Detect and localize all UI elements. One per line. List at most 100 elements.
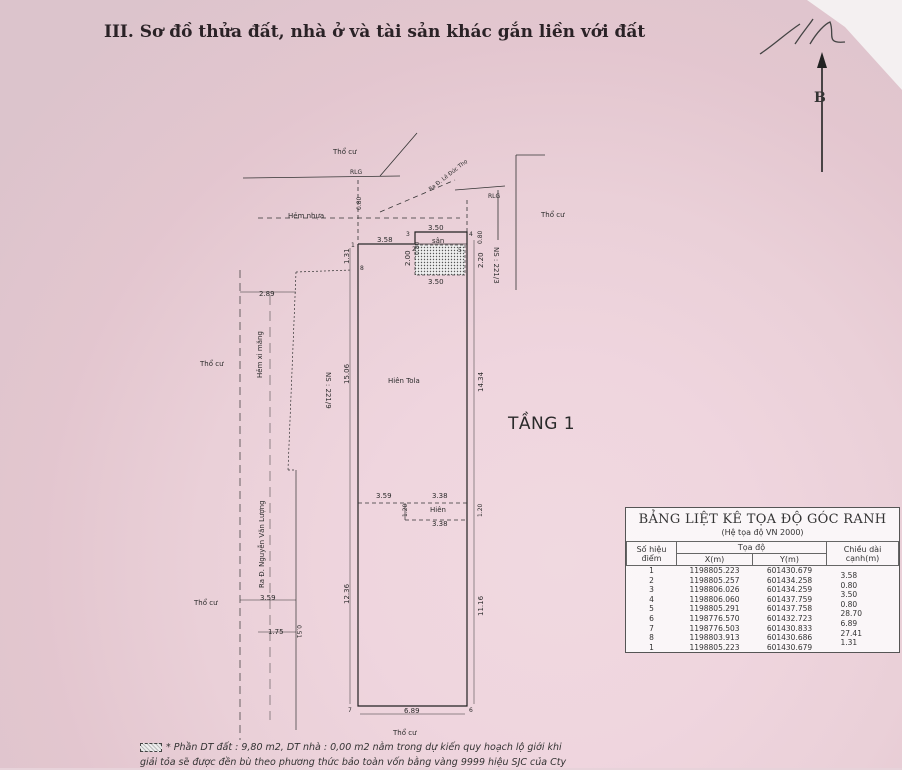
label-rlg-left: RLG — [350, 169, 363, 176]
planning-affected-area — [414, 244, 466, 276]
cell-y: 601437.759 — [766, 594, 813, 604]
table-row: 2 1198805.257 601434.258 0.80 — [627, 575, 899, 590]
coordinate-table: Số hiệu điểm Tọa độ Chiều dài cạnh(m) X(… — [626, 541, 899, 652]
label-tho-cu-left: Thổ cư — [200, 360, 224, 368]
cell-point: 1 — [649, 642, 654, 652]
point-3: 3 — [406, 231, 410, 238]
label-hem-xi-mang: Hẻm xi măng — [256, 331, 264, 378]
note-line-1: * Phần DT đất : 9,80 m2, DT nhà : 0,00 m… — [140, 740, 566, 755]
dim-11-16: 11.16 — [477, 595, 485, 616]
cell-edge-length: 1.31 — [840, 638, 858, 648]
cell-x: 1198805.223 — [689, 566, 740, 575]
dim-2-89: 2.89 — [259, 290, 275, 298]
cell-point: 5 — [649, 604, 654, 614]
cell-point: 3 — [649, 585, 654, 595]
dim-12-36: 12.36 — [343, 583, 351, 604]
dim-3-59-mid: 3.59 — [376, 492, 392, 500]
point-6: 6 — [469, 707, 473, 714]
table-row: 1 1198805.223 601430.679 — [627, 643, 899, 653]
page-title: III. Sơ đồ thửa đất, nhà ở và tài sản kh… — [104, 22, 646, 42]
dim-0-51: 0.51 — [295, 625, 302, 639]
cell-y: 601430.679 — [766, 642, 813, 652]
header-x: X(m) — [676, 553, 753, 566]
header-sohieu: Số hiệu — [636, 544, 667, 554]
cell-edge-length: 0.80 — [840, 580, 858, 590]
cell-x: 1198776.570 — [689, 613, 740, 623]
note-text-2: giải tỏa sẽ được đền bù theo phương thức… — [140, 757, 567, 768]
point-8: 8 — [360, 265, 364, 272]
floor-label: TẦNG 1 — [508, 414, 576, 434]
cell-y: 601430.686 — [766, 633, 813, 643]
label-nguyen-van-luong: Ra Đ. Nguyễn Văn Lượng — [258, 500, 266, 588]
dim-2-20: 2.20 — [477, 252, 485, 268]
header-canh: cạnh(m) — [845, 553, 880, 563]
dim-15-06: 15.06 — [343, 363, 351, 384]
label-tho-cu-left2: Thổ cư — [194, 599, 218, 607]
header-diem: điểm — [641, 553, 662, 563]
dim-14-34: 14.34 — [477, 371, 485, 392]
label-tho-cu-right: Thổ cư — [541, 211, 565, 219]
dim-3-50-top: 3.50 — [428, 224, 444, 232]
label-rlg-right: RLG — [488, 193, 501, 200]
coordinate-table-subtitle: (Hệ tọa độ VN 2000) — [721, 528, 804, 537]
planning-note: * Phần DT đất : 9,80 m2, DT nhà : 0,00 m… — [140, 740, 566, 770]
cell-edge-length: 3.58 — [840, 571, 858, 580]
cell-point: 2 — [649, 575, 654, 585]
dim-1-31: 1.31 — [343, 248, 351, 264]
label-san: sân — [432, 237, 445, 245]
north-label: B — [814, 90, 826, 106]
cell-edge-length: 27.41 — [840, 628, 862, 638]
dim-1-20-a: 1.20 — [402, 503, 409, 517]
cell-x: 1198805.257 — [689, 575, 740, 585]
dim-3-58: 3.58 — [377, 236, 393, 244]
north-arrow-head — [817, 52, 827, 68]
point-7: 7 — [348, 707, 352, 714]
header-chieudai: Chiều dài — [843, 544, 882, 554]
table-row: 8 1198803.913 601430.686 1.31 — [627, 633, 899, 647]
dim-3-50-bot: 3.50 — [428, 278, 444, 286]
cell-x: 1198805.223 — [689, 642, 740, 652]
cell-edge-length: 28.70 — [840, 609, 862, 619]
cell-y: 601432.723 — [766, 613, 813, 623]
coordinate-table-panel: BẢNG LIỆT KÊ TỌA ĐỘ GÓC RANH (Hệ tọa độ … — [625, 507, 900, 654]
point-1: 1 — [351, 242, 355, 249]
cell-point: 6 — [649, 613, 654, 623]
label-ns-221-9: NS : 221/9 — [324, 372, 332, 409]
hatch-legend-icon — [140, 743, 162, 752]
header-y: Y(m) — [752, 553, 827, 566]
dim-6-89: 6.89 — [404, 707, 420, 715]
cell-y: 601434.258 — [766, 575, 813, 585]
point-2: 2 — [412, 246, 416, 253]
cell-x: 1198806.060 — [689, 594, 740, 604]
note-text-1: * Phần DT đất : 9,80 m2, DT nhà : 0,00 m… — [166, 742, 562, 753]
label-ns-221-3: NS : 221/3 — [492, 247, 500, 284]
point-4: 4 — [469, 231, 473, 238]
cell-point: 7 — [649, 623, 654, 633]
cell-edge-length: 0.80 — [840, 599, 858, 609]
dim-0-80-b: 0.80 — [477, 230, 484, 244]
cell-point: 4 — [649, 594, 654, 604]
cell-y: 601437.758 — [766, 604, 813, 614]
cell-y: 601430.833 — [766, 623, 813, 633]
cell-x: 1198805.291 — [689, 604, 740, 614]
header-point: Số hiệu điểm — [626, 541, 677, 566]
dim-1-20-b: 1.20 — [477, 503, 484, 517]
table-row: 5 1198805.291 601437.758 28.70 — [627, 604, 899, 618]
table-row: 4 1198806.060 601437.759 0.80 — [627, 594, 899, 609]
dim-3-59-left: 3.59 — [260, 594, 276, 602]
dim-0-80-left: 0.80 — [356, 196, 363, 210]
dim-2-00: 2.00 — [404, 250, 412, 266]
label-hem-nhua: Hẻm nhựa — [288, 212, 325, 220]
cell-x: 1198776.503 — [689, 623, 740, 633]
header-length: Chiều dài cạnh(m) — [826, 541, 899, 566]
dim-3-38-a: 3.38 — [432, 492, 448, 500]
dim-3-38-b: 3.38 — [432, 520, 448, 528]
label-tho-cu-top: Thổ cư — [333, 148, 357, 156]
cell-x: 1198803.913 — [689, 633, 740, 643]
cell-point: 1 — [649, 566, 654, 575]
cell-point: 8 — [649, 633, 654, 643]
